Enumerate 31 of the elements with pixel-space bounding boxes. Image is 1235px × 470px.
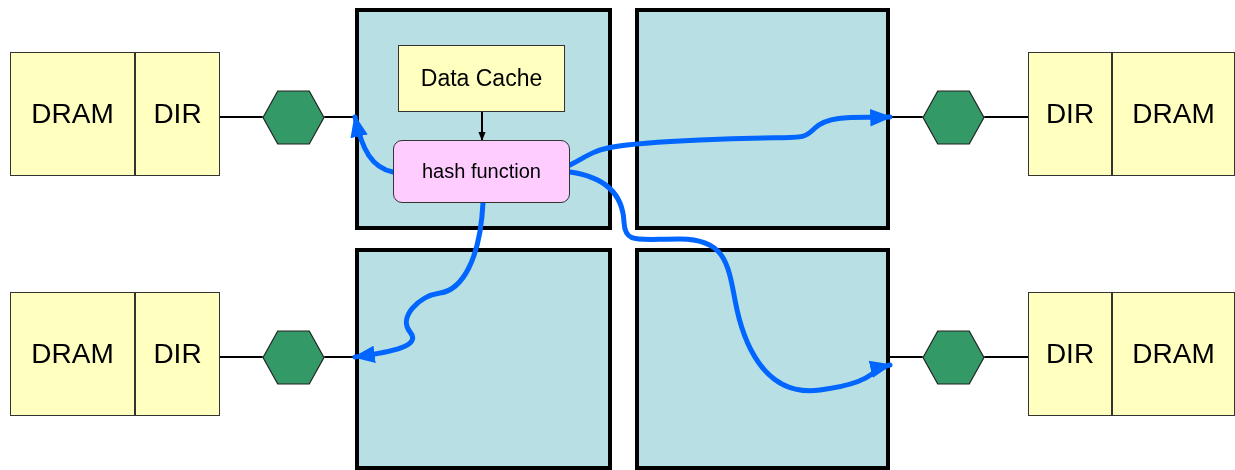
hexagon-node bbox=[262, 330, 325, 385]
hexagon-node bbox=[922, 90, 985, 145]
arrow bbox=[350, 114, 396, 175]
connector-line bbox=[984, 356, 1029, 358]
connector-line bbox=[984, 116, 1029, 118]
tile-panel bbox=[355, 8, 612, 230]
arrow bbox=[567, 108, 893, 168]
cache-box: Data Cache bbox=[398, 45, 565, 112]
directory-box: DIR bbox=[1028, 52, 1112, 176]
memory-box: DRAM bbox=[1112, 52, 1235, 176]
connector-line bbox=[889, 116, 923, 118]
tile-panel bbox=[635, 8, 890, 230]
directory-box: DIR bbox=[1028, 292, 1112, 416]
memory-box: DRAM bbox=[10, 52, 135, 176]
tile-panel bbox=[355, 248, 612, 470]
arrow bbox=[478, 111, 486, 141]
connector-line bbox=[219, 116, 263, 118]
memory-box: DRAM bbox=[10, 292, 135, 416]
arrow bbox=[352, 200, 486, 363]
hexagon-node bbox=[262, 90, 325, 145]
connector-line bbox=[889, 356, 923, 358]
directory-box: DIR bbox=[135, 292, 220, 416]
connector-line bbox=[324, 356, 356, 358]
memory-box: DRAM bbox=[1112, 292, 1235, 416]
connector-line bbox=[324, 116, 356, 118]
directory-box: DIR bbox=[135, 52, 220, 176]
hash-function-box: hash function bbox=[393, 140, 570, 203]
hexagon-node bbox=[922, 330, 985, 385]
connector-line bbox=[219, 356, 263, 358]
arrow bbox=[567, 169, 893, 394]
tile-panel bbox=[635, 248, 890, 470]
